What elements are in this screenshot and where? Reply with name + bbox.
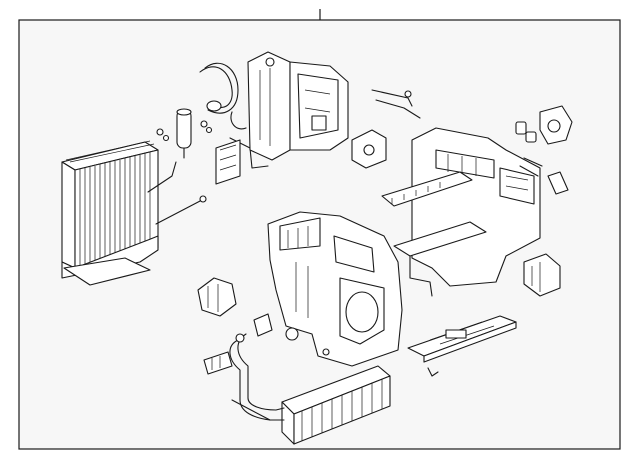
blower-parts-left — [197, 277, 273, 375]
control-rods — [371, 89, 421, 119]
main-hvac-case — [267, 211, 403, 367]
mode-actuator — [351, 129, 387, 169]
floor-duct-plate — [407, 315, 517, 377]
air-filter — [215, 139, 241, 185]
heater-core — [229, 333, 391, 445]
expansion-valve-assembly — [147, 108, 213, 225]
evaporator-core — [61, 140, 159, 286]
intake-housing — [247, 51, 349, 161]
right-small-parts — [515, 105, 573, 297]
callout-label: 1 — [320, 7, 321, 9]
heater-case-right — [381, 127, 541, 297]
callout-1: 1 — [319, 7, 321, 20]
